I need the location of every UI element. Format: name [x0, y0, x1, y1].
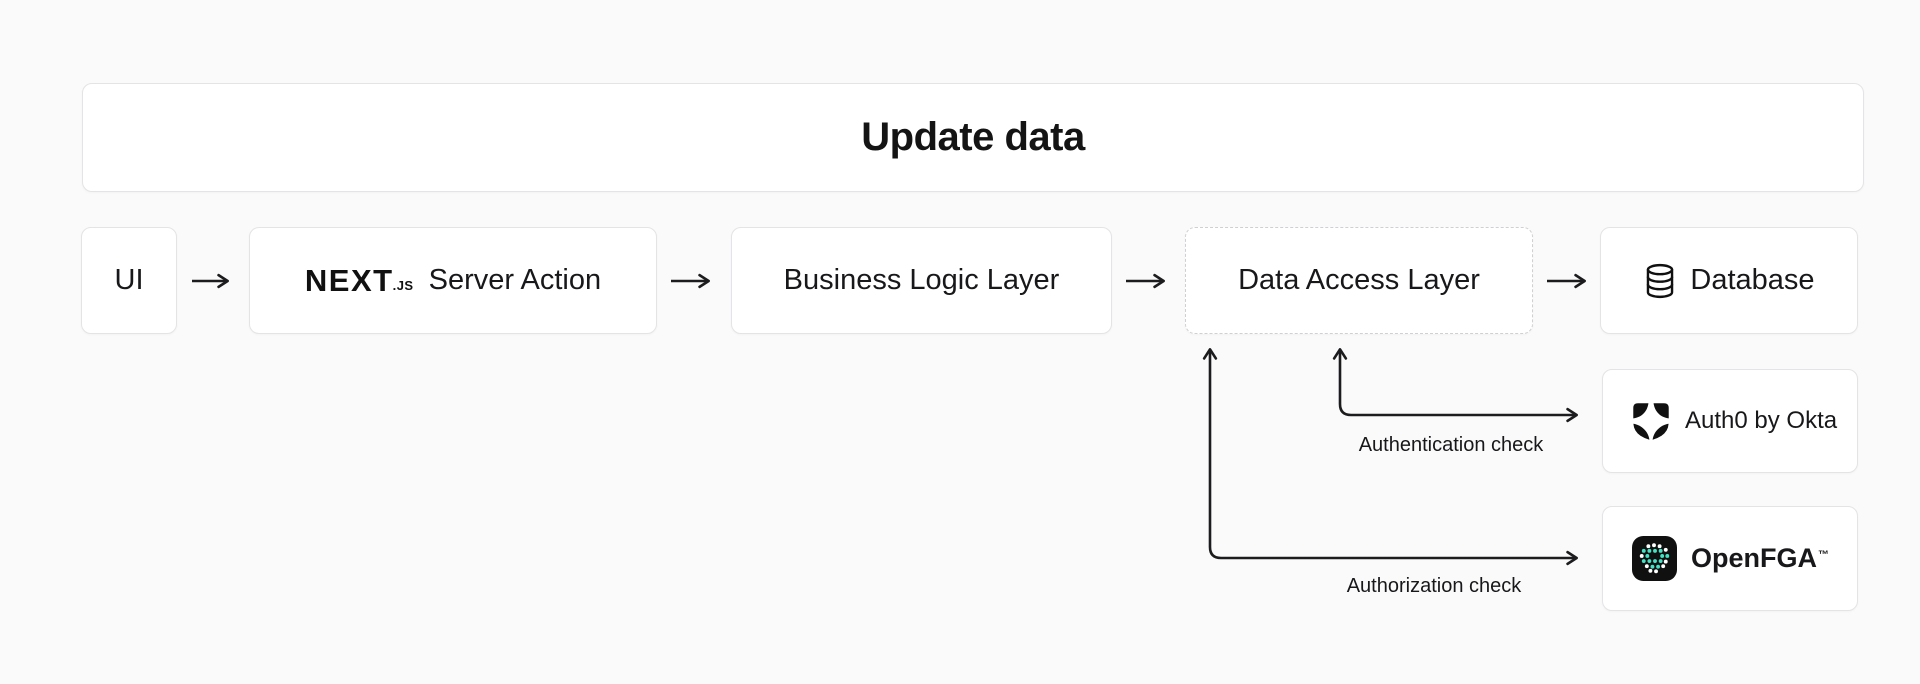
diagram-title: Update data	[861, 115, 1085, 159]
node-server-action: NEXT.JS Server Action	[249, 227, 657, 334]
node-business-logic-label: Business Logic Layer	[783, 264, 1060, 296]
node-server-action-label: Server Action	[428, 264, 602, 296]
openfga-trademark: ™	[1818, 549, 1829, 561]
node-database-label: Database	[1690, 264, 1815, 296]
card-auth0: Auth0 by Okta	[1602, 369, 1858, 473]
node-data-access-layer: Data Access Layer	[1185, 227, 1533, 334]
node-business-logic-layer: Business Logic Layer	[731, 227, 1112, 334]
authorization-check-label: Authorization check	[1346, 575, 1522, 597]
auth0-label: Auth0 by Okta	[1685, 407, 1838, 434]
openfga-label: OpenFGA™	[1691, 543, 1829, 573]
database-cylinder-icon	[1643, 262, 1677, 300]
arrow-dal-auth0-authentication	[1332, 348, 1578, 423]
node-ui-label: UI	[114, 264, 144, 296]
auth0-shield-icon	[1630, 400, 1672, 442]
nextjs-logo: NEXT.JS	[304, 262, 414, 298]
title-card: Update data	[82, 83, 1864, 192]
card-openfga: OpenFGA™	[1602, 506, 1858, 611]
openfga-icon	[1632, 536, 1677, 581]
node-ui: UI	[81, 227, 177, 334]
node-database: Database	[1600, 227, 1858, 334]
nextjs-logo-suffix: .JS	[392, 277, 414, 293]
node-data-access-label: Data Access Layer	[1238, 264, 1480, 296]
authentication-check-label: Authentication check	[1358, 434, 1544, 456]
